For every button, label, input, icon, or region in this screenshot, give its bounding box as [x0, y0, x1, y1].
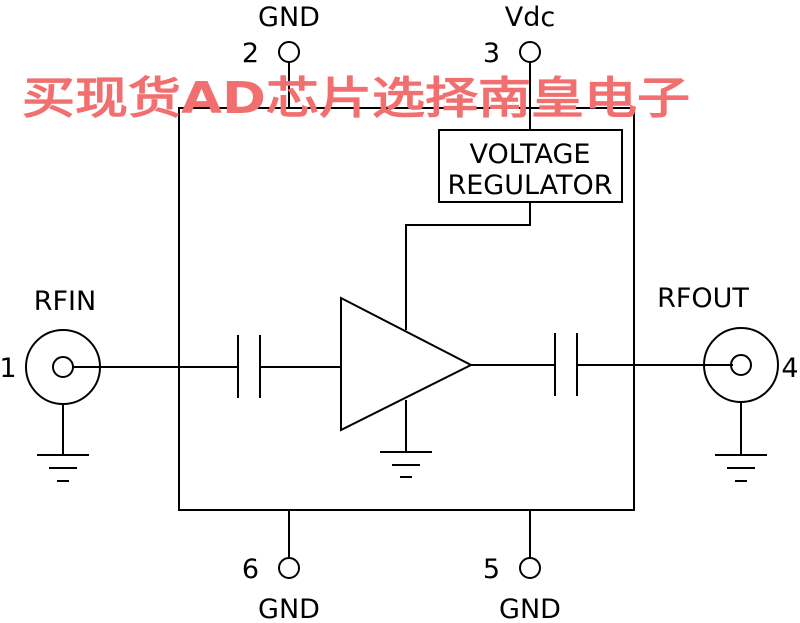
- pin-2-label: GND: [258, 2, 320, 33]
- rfout-connector: RFOUT 4: [657, 283, 799, 482]
- pin-4-number: 4: [781, 353, 798, 384]
- pin-3: 3 Vdc: [483, 2, 555, 130]
- pin-5: 5 GND: [483, 510, 561, 623]
- pin-3-number: 3: [483, 38, 500, 69]
- pin-5-number: 5: [483, 554, 500, 585]
- pin-3-label: Vdc: [505, 2, 555, 33]
- amp-ground-icon: [380, 400, 432, 478]
- rfin-connector: RFIN 1: [0, 286, 101, 482]
- pin-2-number: 2: [242, 38, 259, 69]
- pin-1-number: 1: [0, 353, 17, 384]
- pin-2: 2 GND: [242, 2, 320, 108]
- pin-6: 6 GND: [242, 510, 320, 623]
- input-path: [73, 335, 341, 398]
- watermark-text: 买现货AD芯片选择南皇电子: [22, 73, 690, 124]
- output-path: [471, 333, 733, 396]
- pin-4-label: RFOUT: [657, 283, 749, 314]
- pin-1-label: RFIN: [34, 286, 96, 317]
- pin-6-label: GND: [258, 594, 320, 623]
- pin-5-label: GND: [499, 594, 561, 623]
- chip-outline: [178, 107, 635, 511]
- voltage-regulator: VOLTAGE REGULATOR: [405, 129, 623, 330]
- amplifier: [340, 296, 474, 432]
- regulator-label-2: REGULATOR: [447, 170, 612, 201]
- pin-6-number: 6: [242, 554, 259, 585]
- regulator-label-1: VOLTAGE: [470, 139, 591, 170]
